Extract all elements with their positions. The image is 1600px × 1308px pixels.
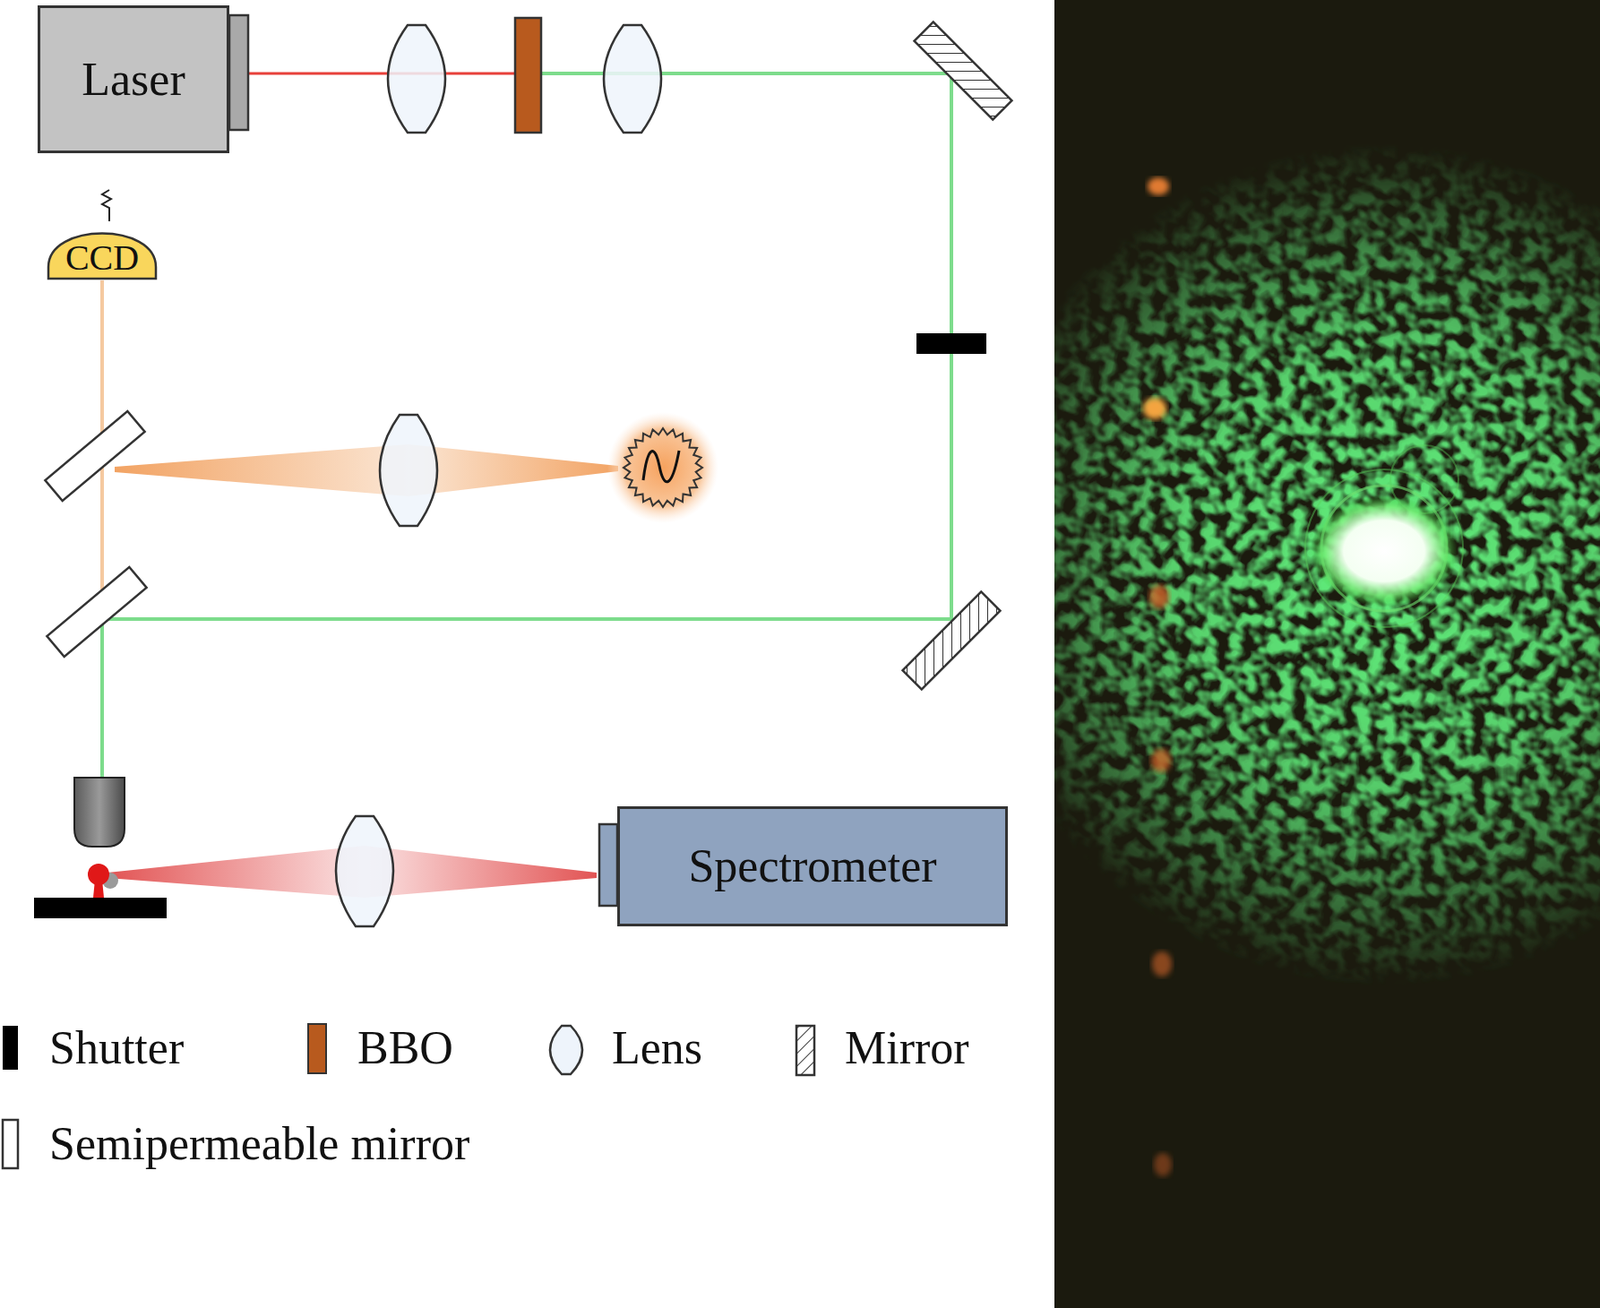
node-label: Laser (81, 53, 185, 105)
laser-box: Laser (37, 5, 230, 154)
spectrometer-box: Spectrometer (617, 806, 1008, 927)
legend-label: BBO (357, 1022, 454, 1074)
legend-label: Lens (611, 1022, 703, 1074)
legend-label: Mirror (844, 1022, 970, 1074)
ccd-camera: CCD (46, 220, 158, 281)
legend-label: Shutter (49, 1022, 184, 1074)
node-label: Spectrometer (688, 840, 937, 892)
node-label: CCD (65, 238, 139, 278)
legend-label: Semipermeable mirror (49, 1118, 470, 1170)
